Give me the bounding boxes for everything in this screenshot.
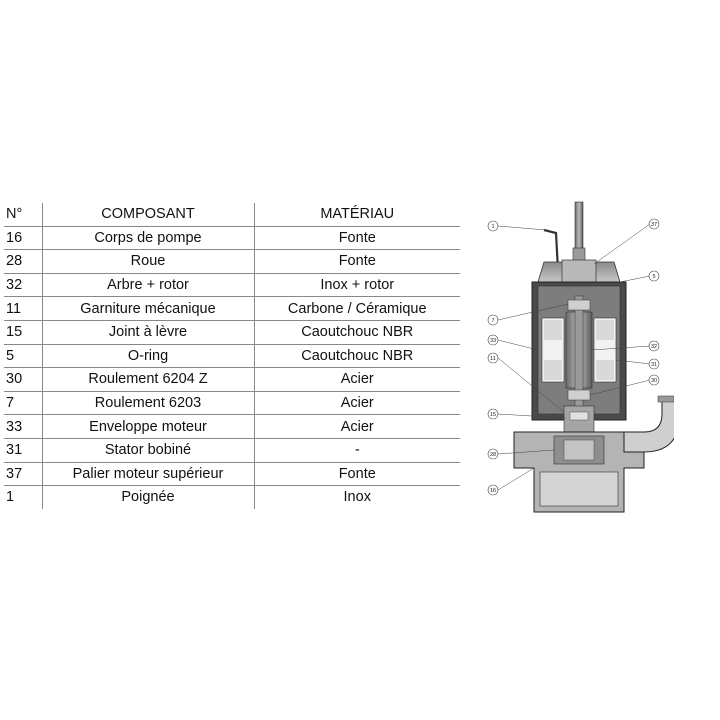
handle xyxy=(543,228,560,271)
cell-material: Acier xyxy=(253,367,460,392)
svg-text:28: 28 xyxy=(490,452,496,458)
callout-7: 7 xyxy=(487,314,499,326)
cell-num: 15 xyxy=(4,319,42,345)
cell-num: 16 xyxy=(4,225,42,250)
callout-15: 15 xyxy=(487,408,499,420)
cell-num: 5 xyxy=(4,343,42,368)
diagram-callouts xyxy=(497,223,651,491)
svg-text:37: 37 xyxy=(651,222,657,228)
table-header-row: N° COMPOSANT MATÉRIAU xyxy=(4,203,460,227)
cell-num: 7 xyxy=(4,390,42,415)
callout-37: 37 xyxy=(648,218,660,230)
callout-33: 33 xyxy=(487,334,499,346)
callout-30: 30 xyxy=(648,374,660,386)
callout-16: 16 xyxy=(487,484,499,496)
cell-material: Inox xyxy=(253,485,460,509)
cell-component: Roulement 6203 xyxy=(41,390,254,415)
cell-material: Inox + rotor xyxy=(253,272,460,297)
svg-text:15: 15 xyxy=(490,412,496,418)
svg-text:33: 33 xyxy=(490,338,496,344)
svg-text:30: 30 xyxy=(651,378,657,384)
cell-component: Joint à lèvre xyxy=(41,319,254,345)
cell-material: Acier xyxy=(253,390,460,415)
cell-num: 11 xyxy=(4,296,42,321)
pump-cross-section-diagram: 1 37 5 7 33 32 11 31 30 15 28 16 xyxy=(487,201,674,513)
cell-component: Poignée xyxy=(41,485,254,509)
cell-material: - xyxy=(253,437,460,463)
lower-bearing xyxy=(567,389,591,401)
cell-component: Stator bobiné xyxy=(41,437,254,463)
cell-material: Fonte xyxy=(253,225,460,250)
callout-31: 31 xyxy=(648,358,660,370)
cell-component: Arbre + rotor xyxy=(41,272,254,297)
cell-num: 1 xyxy=(4,485,42,509)
cell-material: Fonte xyxy=(253,249,460,274)
callout-28: 28 xyxy=(487,448,499,460)
cell-component: Corps de pompe xyxy=(41,225,254,250)
callout-5: 5 xyxy=(648,270,660,282)
cell-material: Acier xyxy=(253,414,460,439)
cell-num: 32 xyxy=(4,272,42,297)
cell-component: Roulement 6204 Z xyxy=(41,367,254,392)
cell-num: 33 xyxy=(4,414,42,439)
discharge-elbow xyxy=(623,399,674,453)
cell-component: Garniture mécanique xyxy=(41,296,254,321)
svg-text:32: 32 xyxy=(651,344,657,350)
cell-material: Caoutchouc NBR xyxy=(253,319,460,345)
cell-component: O-ring xyxy=(41,343,254,368)
cell-num: 28 xyxy=(4,249,42,274)
cell-material: Fonte xyxy=(253,461,460,486)
svg-text:7: 7 xyxy=(491,318,494,324)
cell-num: 37 xyxy=(4,461,42,486)
upper-bearing xyxy=(567,299,591,311)
header-material: MATÉRIAU xyxy=(253,203,460,227)
cell-component: Roue xyxy=(41,249,254,274)
cell-num: 31 xyxy=(4,437,42,463)
svg-text:31: 31 xyxy=(651,362,657,368)
svg-text:11: 11 xyxy=(490,356,496,362)
cell-component: Enveloppe moteur xyxy=(41,414,254,439)
svg-text:5: 5 xyxy=(652,274,655,280)
cell-material: Carbone / Céramique xyxy=(253,296,460,321)
svg-text:1: 1 xyxy=(491,224,494,230)
header-num: N° xyxy=(6,206,23,223)
svg-text:16: 16 xyxy=(490,488,496,494)
header-component: COMPOSANT xyxy=(41,203,254,227)
cell-material: Caoutchouc NBR xyxy=(253,343,460,368)
callout-11: 11 xyxy=(487,352,499,364)
cell-num: 30 xyxy=(4,367,42,392)
callout-1: 1 xyxy=(487,220,499,232)
callout-32: 32 xyxy=(648,340,660,352)
cell-component: Palier moteur supérieur xyxy=(41,461,254,486)
